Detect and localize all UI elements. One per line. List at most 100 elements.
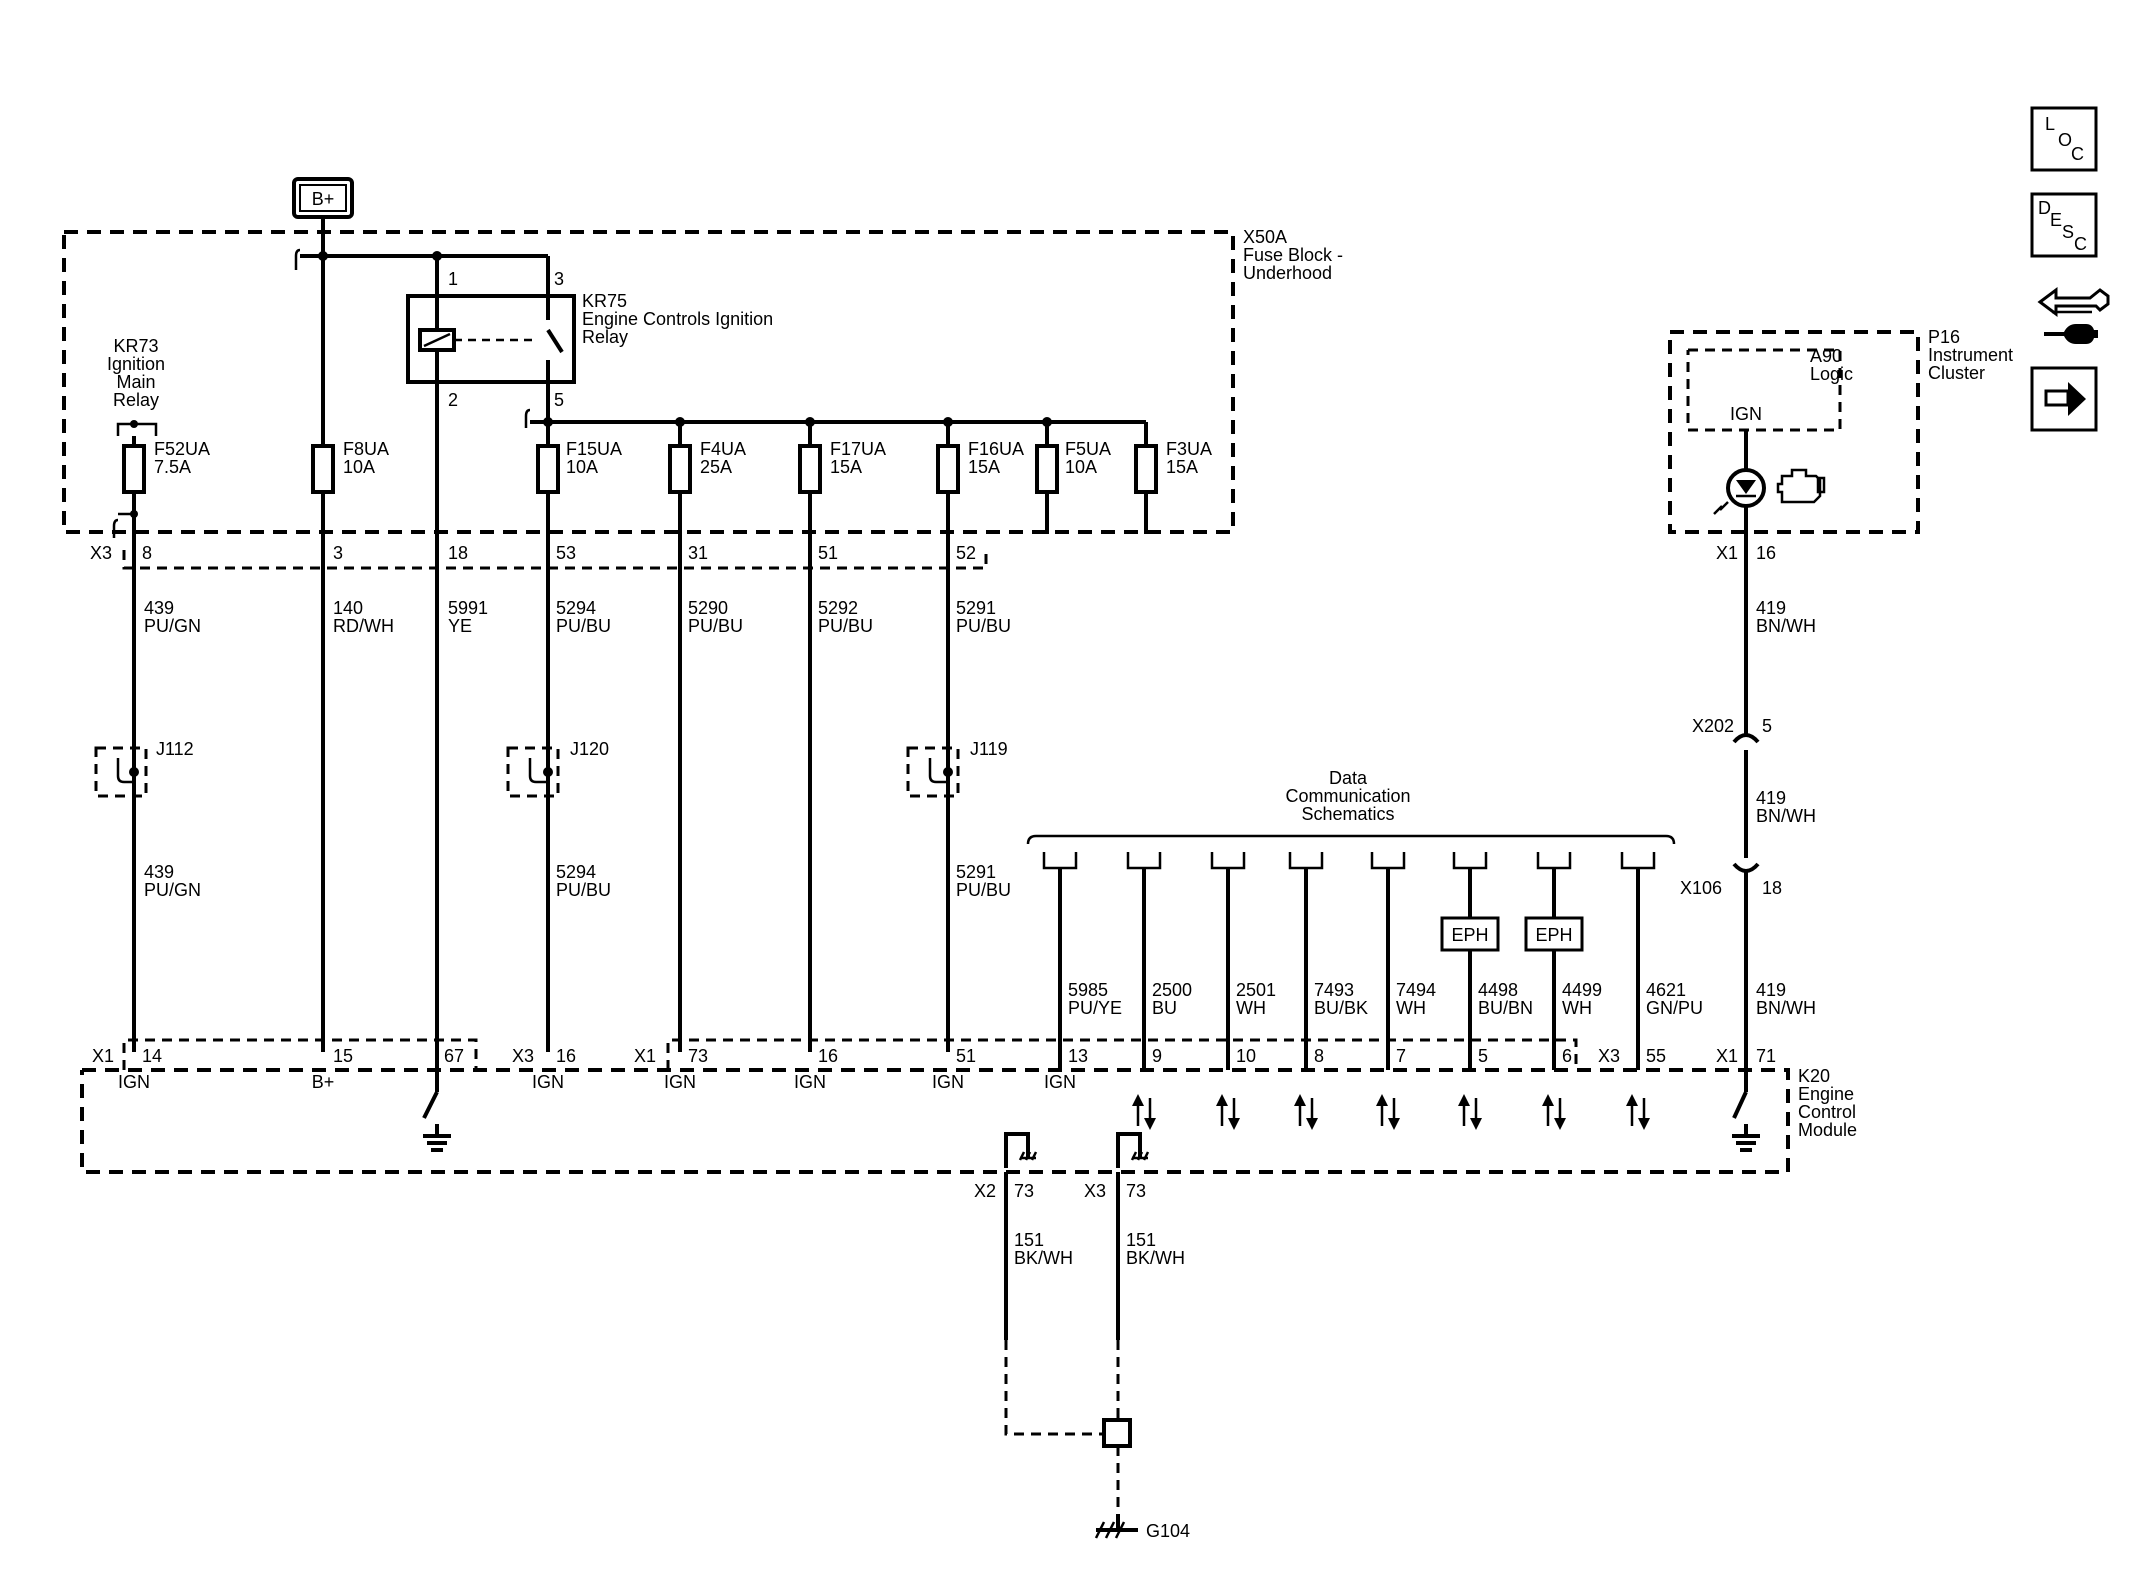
kr73-line2: Main	[116, 372, 155, 392]
kr75-pin-2: 2	[448, 390, 458, 410]
kr75-line2: Relay	[582, 327, 628, 347]
wire-color: PU/BU	[556, 616, 611, 636]
data-comm-block: Data Communication Schematics	[1026, 768, 1676, 1070]
upper-wire-labels: 439 PU/GN 140 RD/WH 5991 YE 5294 PU/BU 5…	[144, 598, 1011, 636]
desc-letter: E	[2050, 210, 2062, 230]
fuse-rating: 10A	[1065, 457, 1097, 477]
splice-id: J112	[156, 739, 194, 759]
logic-id: A90	[1810, 346, 1842, 366]
wire-num: 5294	[556, 862, 596, 882]
ecm-pin: 5	[1478, 1046, 1488, 1066]
ecm-conn-id: X3	[512, 1046, 534, 1066]
fuse-id: F8UA	[343, 439, 389, 459]
ecm-pin: 67	[444, 1046, 464, 1066]
wire-num: 5991	[448, 598, 488, 618]
kr75-line1: Engine Controls Ignition	[582, 309, 773, 329]
bidir-arrow-icon	[1626, 1094, 1650, 1130]
ecm-line1: Engine	[1798, 1084, 1854, 1104]
kr75-pin-3: 3	[554, 269, 564, 289]
kr75-pin-5: 5	[554, 390, 564, 410]
fuse-f15ua: F15UA 10A	[536, 422, 622, 494]
chassis-ground-icon	[1116, 1132, 1150, 1168]
ecm-pin: 16	[818, 1046, 838, 1066]
chassis-ground-icon	[1004, 1132, 1038, 1168]
x3-pin: 8	[142, 543, 152, 563]
data-comm-line1: Data	[1329, 768, 1368, 788]
fuse-rating: 15A	[830, 457, 862, 477]
loc-letter: C	[2071, 144, 2084, 164]
wire-num: 5294	[556, 598, 596, 618]
wire-num: 7493	[1314, 980, 1354, 1000]
wire-color: BN/WH	[1756, 616, 1816, 636]
wire-num: 5985	[1068, 980, 1108, 1000]
wire-num: 140	[333, 598, 363, 618]
cluster-pin: 16	[1756, 543, 1776, 563]
ecm-pin-label: IGN	[794, 1072, 826, 1092]
wire-num: 151	[1126, 1230, 1156, 1250]
ecm-pin: 55	[1646, 1046, 1666, 1066]
ecm-ground-switch-icon	[422, 1052, 451, 1152]
eph-label: EPH	[1535, 925, 1572, 945]
ground-circuit: X2 73 X3 73 151 BK/WH 151 BK/WH G104	[974, 1172, 1190, 1541]
fuse-f17ua: F17UA 15A	[798, 422, 886, 494]
fuse-id: F3UA	[1166, 439, 1212, 459]
wire-color: BU/BN	[1478, 998, 1533, 1018]
kr75-pin-1: 1	[448, 269, 458, 289]
ecm-pin: 8	[1314, 1046, 1324, 1066]
wire-num: 4621	[1646, 980, 1686, 1000]
fuse-f8ua: F8UA 10A	[311, 256, 389, 494]
battery-bus	[294, 248, 550, 296]
wire-num: 5290	[688, 598, 728, 618]
nav-buttons: L O C D E S C	[2030, 106, 2110, 432]
bidirectional-arrow-icons	[1132, 1094, 1650, 1130]
ecm-pin: 13	[1068, 1046, 1088, 1066]
relay-kr75: 1 3 2 5 KR75 Engine Controls Ignition Re…	[406, 269, 773, 410]
main-wires	[132, 382, 950, 1052]
inline-conn-id: X202	[1692, 716, 1734, 736]
ecm-conn-id: X1	[1716, 1046, 1738, 1066]
logic-name: Logic	[1810, 364, 1853, 384]
wire-color: PU/BU	[688, 616, 743, 636]
ecm-pin: 14	[142, 1046, 162, 1066]
bidir-arrow-icon	[1376, 1094, 1400, 1130]
desc-letter: D	[2038, 198, 2051, 218]
ecm-conn-id: X1	[92, 1046, 114, 1066]
wire-color: YE	[448, 616, 472, 636]
location-button[interactable]: L O C	[2030, 106, 2098, 172]
x3-pin: 52	[956, 543, 976, 563]
data-comm-tabs	[1042, 852, 1656, 870]
fuse-f5ua: F5UA 10A	[1035, 422, 1111, 534]
arrow-right-icon	[2044, 382, 2086, 416]
inline-connector-x106: X106 18	[1680, 862, 1782, 898]
fuse-rating: 7.5A	[154, 457, 191, 477]
instrument-cluster-p16: P16 Instrument Cluster A90 Logic IGN X1 …	[1668, 327, 2013, 563]
bidir-arrow-icon	[1542, 1094, 1566, 1130]
splice-j119: J119	[906, 739, 1008, 798]
wire-num: 439	[144, 598, 174, 618]
data-wire-labels: 5985 PU/YE 2500 BU 2501 WH 7493 BU/BK 74…	[1068, 980, 1703, 1018]
fuse-rating: 15A	[968, 457, 1000, 477]
wire-color: RD/WH	[333, 616, 394, 636]
ecm-pin: 71	[1756, 1046, 1776, 1066]
ground-pin: 73	[1014, 1181, 1034, 1201]
fuse-bus	[524, 382, 1146, 428]
ecm-conn-id: X3	[1598, 1046, 1620, 1066]
cluster-line1: Instrument	[1928, 345, 2013, 365]
ground-id: G104	[1146, 1521, 1190, 1541]
description-button[interactable]: D E S C	[2030, 192, 2098, 258]
wire-color: PU/BU	[556, 880, 611, 900]
fuse-id: F16UA	[968, 439, 1024, 459]
next-arrow-button[interactable]	[2030, 366, 2098, 432]
inline-conn-pin: 5	[1762, 716, 1772, 736]
wire-color: WH	[1562, 998, 1592, 1018]
wire-color: BU/BK	[1314, 998, 1368, 1018]
x3-connector: X3 8 3 18 53 31 51 52	[90, 543, 988, 570]
ecm-pin: 16	[556, 1046, 576, 1066]
connector-tool-icon[interactable]	[2037, 287, 2110, 344]
wire-num: 419	[1756, 788, 1786, 808]
ecm-pin-label: B+	[312, 1072, 335, 1092]
fuse-block-x50a: X50A Fuse Block - Underhood	[62, 227, 1343, 534]
cluster-wire: 419 BN/WH X202 5 419 BN/WH X106 18 419 B…	[1680, 532, 1816, 1070]
fuse-rating: 10A	[566, 457, 598, 477]
